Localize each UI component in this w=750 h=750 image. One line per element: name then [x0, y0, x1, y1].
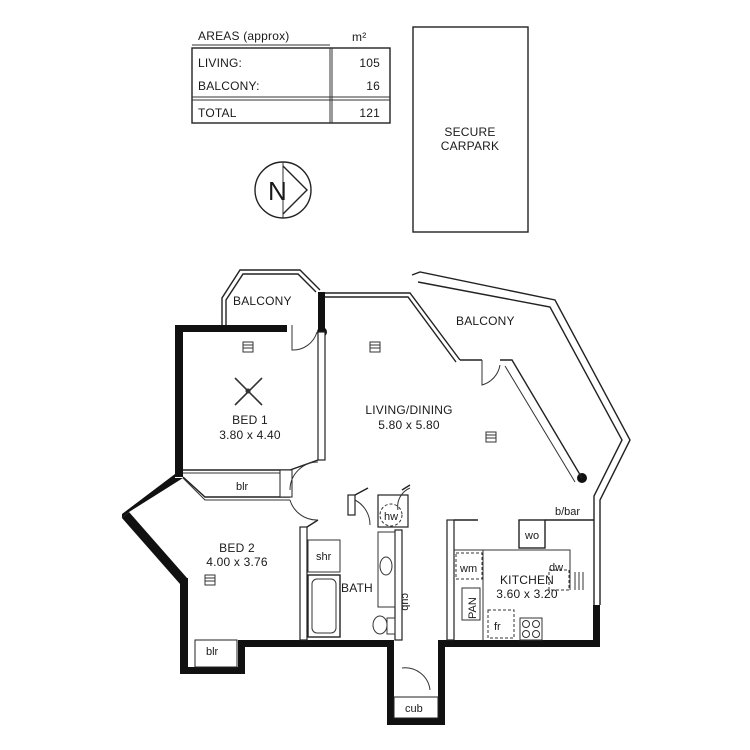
room-labels: BALCONY BALCONY BED 1 3.80 x 4.40 LIVING… [206, 294, 558, 601]
areas-header-unit: m² [352, 30, 366, 44]
areas-total-value: 121 [359, 106, 380, 120]
north-label: N [268, 176, 287, 206]
bed2-size: 4.00 x 3.76 [206, 555, 268, 569]
fixtures [234, 377, 584, 641]
hot-water-label: hw [384, 511, 398, 523]
areas-table: AREAS (approx) m² LIVING: 105 BALCONY: 1… [191, 29, 391, 124]
breakfast-bar-label: b/bar [555, 506, 580, 518]
vents [204, 341, 497, 586]
pantry-label: PAN [467, 597, 479, 619]
built-in-robe-label: blr [236, 481, 249, 493]
bath-label: BATH [341, 581, 373, 595]
fridge-label: fr [494, 621, 501, 633]
interior-walls [182, 269, 631, 641]
balcony-label: BALCONY [233, 294, 292, 308]
wall-oven-label: wo [524, 530, 539, 542]
carpark-label: CARPARK [441, 139, 500, 153]
kitchen-name: KITCHEN [500, 573, 554, 587]
cupboard-label: cub [405, 703, 423, 715]
fixture-labels: blr blr hw shr cub cub b/bar wo wm dw PA… [194, 481, 580, 719]
washing-machine-label: wm [459, 563, 477, 575]
areas-header-label: AREAS (approx) [198, 29, 290, 43]
areas-total-label: TOTAL [198, 106, 237, 120]
bed1-size: 3.80 x 4.40 [219, 428, 281, 442]
cupboard-label: cub [399, 593, 411, 611]
door-swings [289, 325, 501, 691]
areas-row-value: 16 [366, 79, 380, 93]
areas-row-value: 105 [359, 56, 380, 70]
built-in-robe-label: blr [206, 646, 219, 658]
shower-label: shr [316, 551, 332, 563]
bed2-name: BED 2 [219, 541, 255, 555]
bed1-name: BED 1 [232, 413, 268, 427]
secure-carpark: SECURE CARPARK [412, 26, 529, 233]
living-dining-name: LIVING/DINING [365, 403, 452, 417]
kitchen-size: 3.60 x 3.20 [496, 587, 558, 601]
dishwasher-label: dw [549, 562, 563, 574]
balcony-label: BALCONY [456, 314, 515, 328]
exterior-walls [122, 292, 600, 725]
north-arrow-icon: N [254, 161, 312, 219]
areas-row-label: LIVING: [198, 56, 242, 70]
carpark-label: SECURE [444, 125, 495, 139]
areas-row-label: BALCONY: [198, 79, 260, 93]
living-dining-size: 5.80 x 5.80 [378, 418, 440, 432]
